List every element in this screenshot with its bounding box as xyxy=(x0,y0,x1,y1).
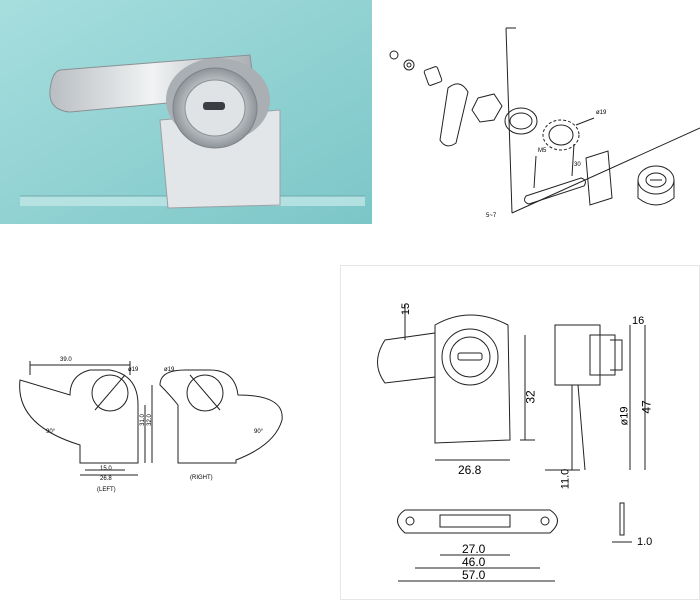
plan-left-dia: ø19 xyxy=(128,367,139,373)
exploded-graphic xyxy=(389,27,700,214)
dimension-drawing: 15 32 26.8 16 ø19 47 11.0 27.0 46.0 57.0… xyxy=(340,265,700,600)
plan-left-b1: 15.0 xyxy=(100,466,112,472)
thread-label: M5 xyxy=(538,148,547,154)
plan-right-caption: (RIGHT) xyxy=(190,475,213,481)
side-offset-dim: 11.0 xyxy=(559,468,572,490)
plan-left-angle: 90° xyxy=(46,429,56,435)
plan-view-diagram: 39.0 ø19 31.0 32.0 90° 15.0 26.8 (LEFT) … xyxy=(0,325,310,520)
plan-left-caption: (LEFT) xyxy=(97,487,116,493)
spacing-label: 30 xyxy=(574,162,581,168)
plate-outer-dim: 57.0 xyxy=(462,568,486,582)
screw-icon xyxy=(389,50,399,60)
dia-label: ø19 xyxy=(596,110,607,116)
plan-left-width: 39.0 xyxy=(60,357,72,363)
plan-left-h1: 31.0 xyxy=(139,414,146,426)
side-dia-dim: ø19 xyxy=(618,406,631,426)
plan-right-dia: ø19 xyxy=(164,367,175,373)
plate-thickness-dim: 1.0 xyxy=(637,536,653,548)
thickness-label: 5~7 xyxy=(486,213,497,219)
plan-left-h2: 32.0 xyxy=(146,414,153,426)
plan-left-b2: 26.8 xyxy=(100,476,112,482)
plate-mid-dim: 46.0 xyxy=(462,555,486,569)
front-width-dim: 26.8 xyxy=(458,463,482,477)
dimension-graphic xyxy=(340,265,700,600)
plan-graphic xyxy=(19,361,283,476)
front-height-dim: 32 xyxy=(523,390,538,404)
exploded-view-diagram: ø19 M5 30 5~7 xyxy=(376,8,700,230)
side-height-dim: 47 xyxy=(639,400,654,414)
side-top-dim: 16 xyxy=(632,315,645,327)
plate-inner-dim: 27.0 xyxy=(462,542,486,556)
product-photo xyxy=(0,0,372,224)
photo-graphic xyxy=(0,0,372,224)
front-top-dim: 15 xyxy=(400,302,413,316)
plan-right-angle: 90° xyxy=(254,429,264,435)
